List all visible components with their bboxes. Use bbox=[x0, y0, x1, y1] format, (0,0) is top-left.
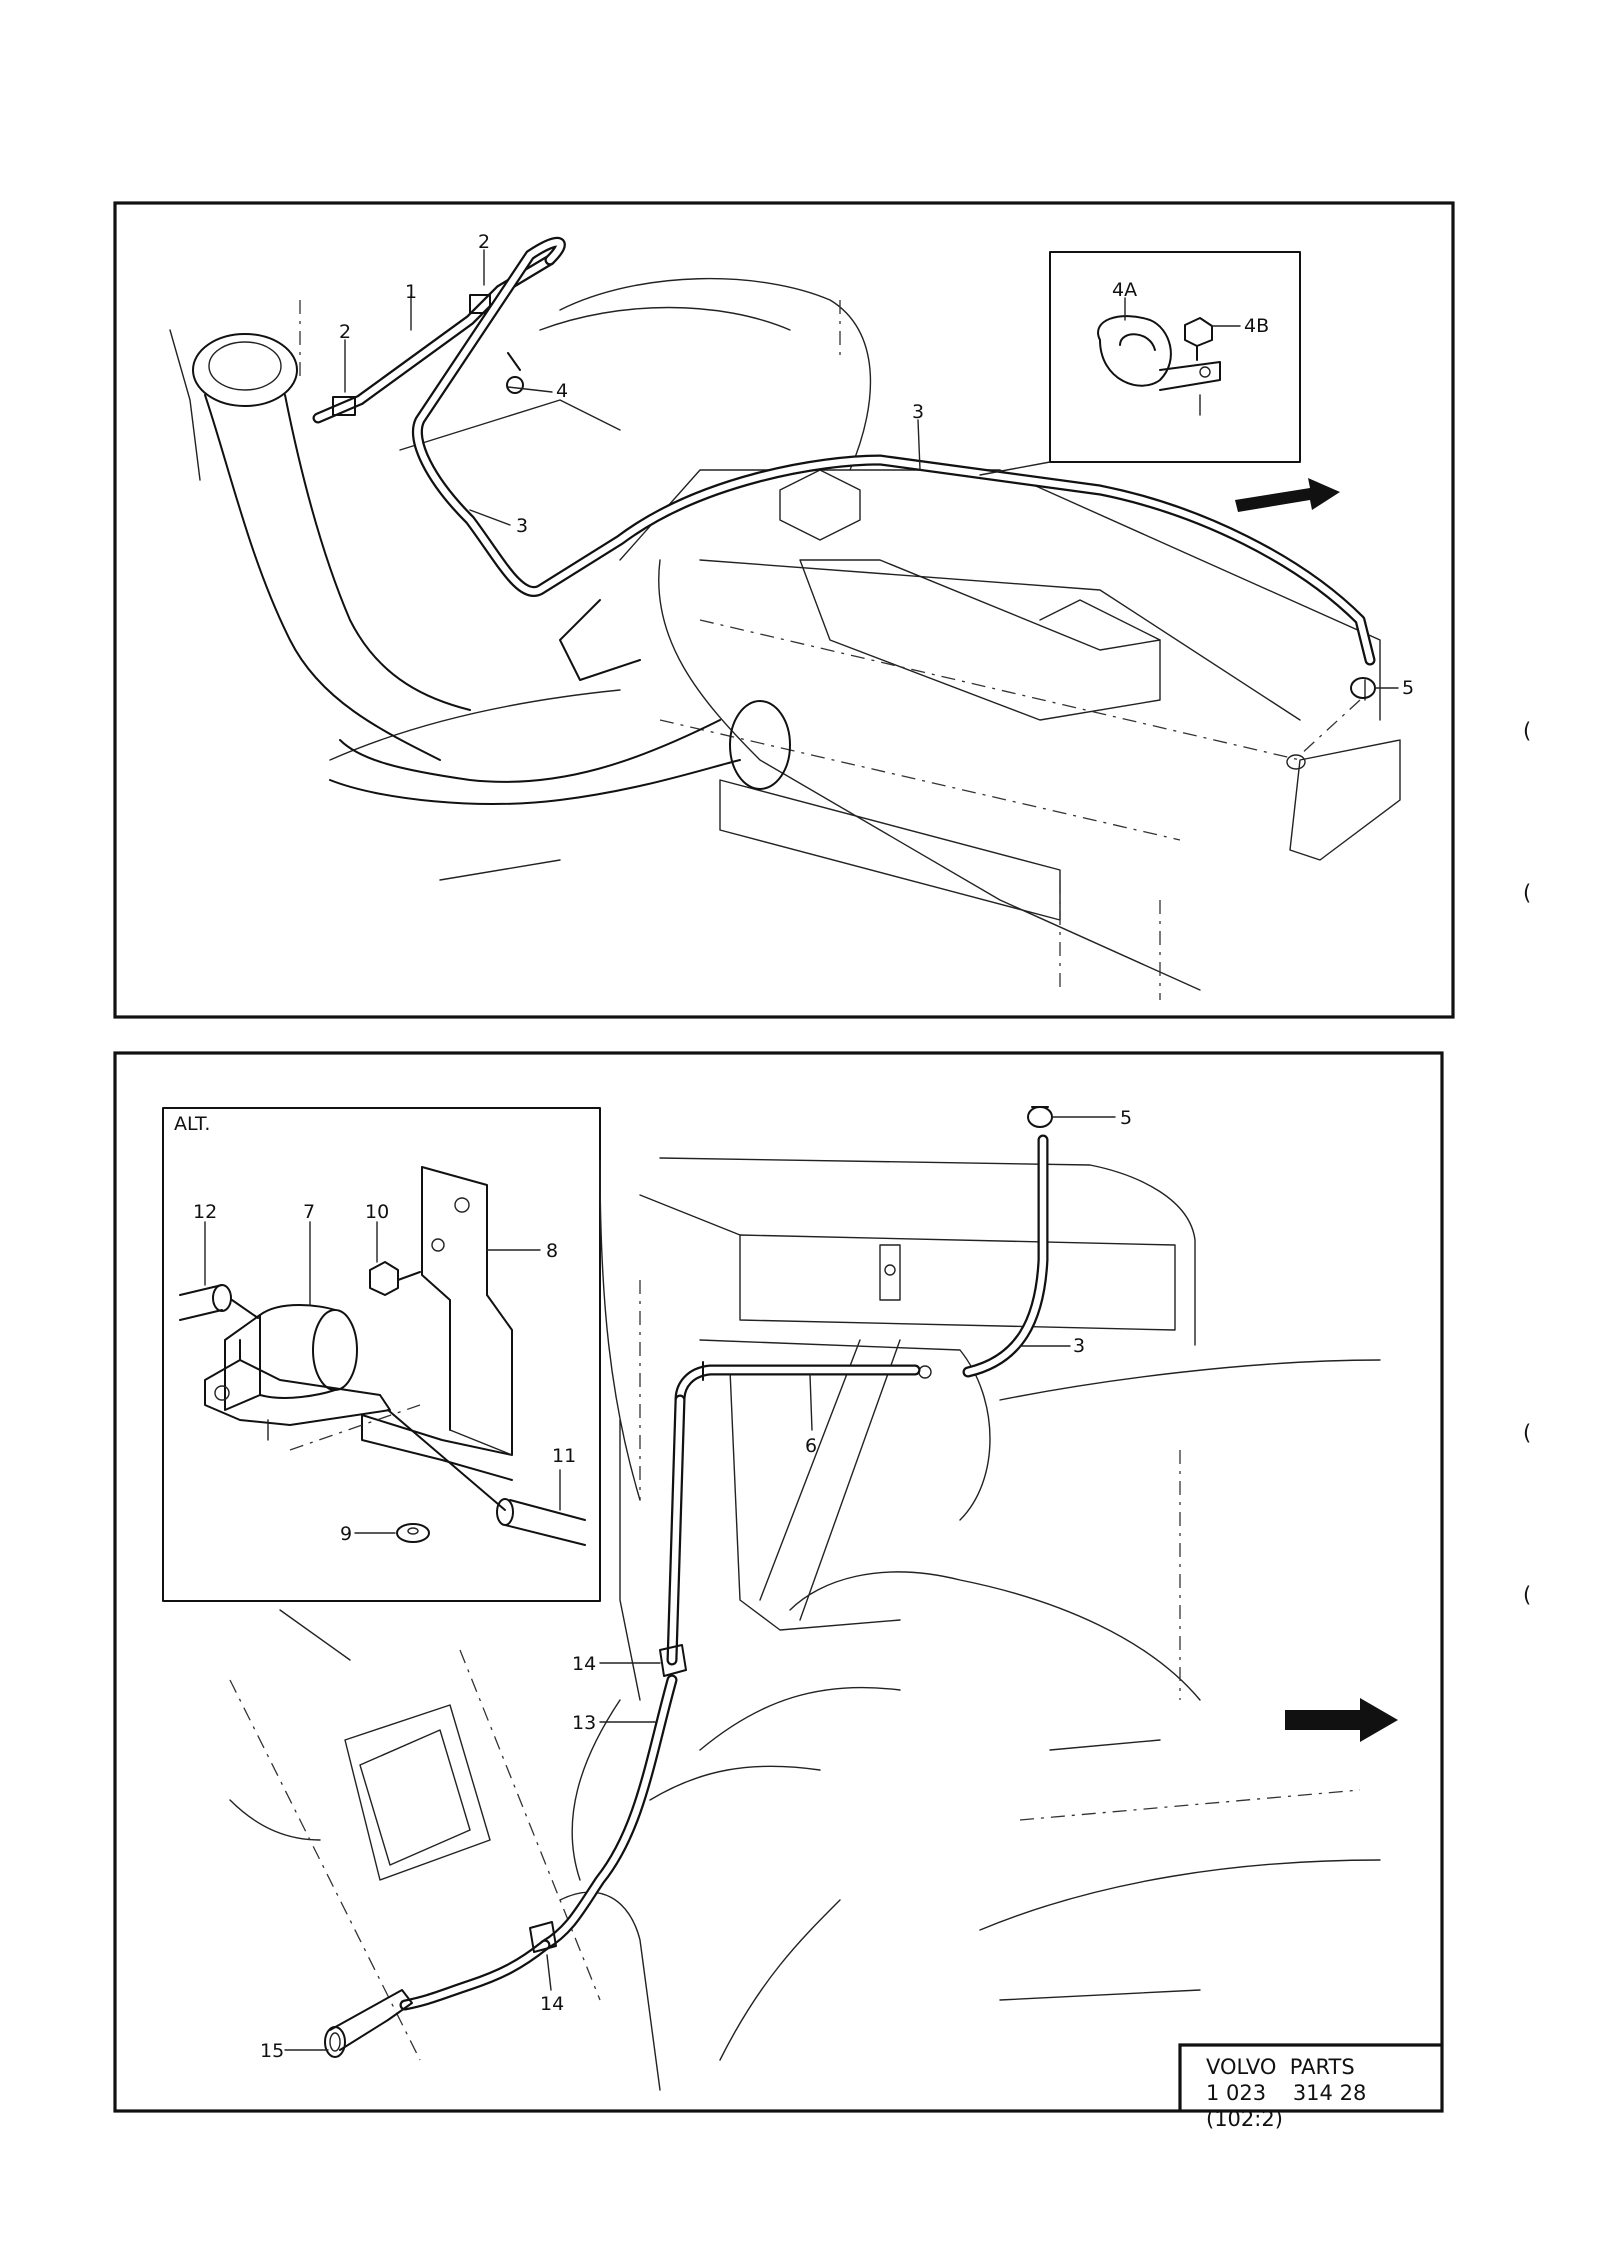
alt-inset: ALT. bbox=[162, 1107, 601, 1602]
top-panel: 1 2 2 3 3 4 5 4A 4B bbox=[113, 201, 1455, 1019]
callout-14a: 14 bbox=[572, 1653, 596, 1675]
callout-3-bottom: 3 bbox=[1073, 1335, 1085, 1357]
alt-inset-title: ALT. bbox=[174, 1113, 210, 1135]
top-leader-lines bbox=[344, 249, 1399, 689]
callout-12: 12 bbox=[193, 1201, 217, 1223]
callout-10: 10 bbox=[365, 1201, 389, 1223]
hose-clamp-2a bbox=[332, 396, 356, 416]
callout-7: 7 bbox=[303, 1201, 315, 1223]
filler-neck bbox=[192, 333, 471, 761]
title-block-line2: 1 023 314 28 bbox=[1206, 2081, 1366, 2105]
title-block-line1: VOLVO PARTS bbox=[1206, 2055, 1355, 2079]
fuel-tank-outline bbox=[169, 277, 1401, 1000]
callout-5: 5 bbox=[1402, 677, 1414, 699]
margin-marks: ( ( ( ( bbox=[1523, 719, 1531, 1607]
callout-6: 6 bbox=[805, 1435, 817, 1457]
margin-mark-3: ( bbox=[1523, 1421, 1531, 1445]
direction-arrow-top bbox=[1235, 478, 1340, 512]
floor-structure bbox=[229, 1157, 1381, 2091]
callout-4b: 4B bbox=[1244, 315, 1269, 337]
margin-mark-2: ( bbox=[1523, 881, 1531, 905]
hose-clamp-14b bbox=[529, 1921, 557, 1953]
direction-arrow-bottom bbox=[1285, 1698, 1398, 1742]
callout-2a: 2 bbox=[339, 321, 351, 343]
vent-pipe-3 bbox=[411, 236, 1376, 770]
grommet-5 bbox=[1350, 677, 1376, 699]
alt-inset-frame bbox=[162, 1107, 601, 1602]
callout-13: 13 bbox=[572, 1712, 596, 1734]
callout-14b: 14 bbox=[540, 1993, 564, 2015]
clip-4 bbox=[506, 376, 524, 394]
title-block: VOLVO PARTS 1 023 314 28 (102:2) bbox=[1178, 2043, 1442, 2131]
hose-clamp-14a bbox=[659, 1644, 687, 1677]
top-panel-frame bbox=[113, 201, 1455, 1019]
grommet-5-bottom bbox=[1027, 1106, 1053, 1128]
title-block-line3: (102:2) bbox=[1206, 2107, 1283, 2131]
top-inset bbox=[979, 251, 1301, 476]
margin-mark-1: ( bbox=[1523, 719, 1531, 743]
callout-5-bottom: 5 bbox=[1120, 1107, 1132, 1129]
hose-clamp-2b bbox=[469, 294, 491, 314]
fuel-lines bbox=[324, 1106, 1053, 2058]
callout-8: 8 bbox=[546, 1240, 558, 1262]
margin-mark-4: ( bbox=[1523, 1583, 1531, 1607]
callout-11: 11 bbox=[552, 1445, 576, 1467]
callout-3b: 3 bbox=[912, 401, 924, 423]
callout-9: 9 bbox=[340, 1523, 352, 1545]
callout-4a: 4A bbox=[1112, 279, 1137, 301]
bottom-panel-frame bbox=[113, 1051, 1444, 2113]
callout-1: 1 bbox=[405, 281, 417, 303]
callout-4: 4 bbox=[556, 380, 568, 402]
callout-2b: 2 bbox=[478, 231, 490, 253]
exhaust-pipe bbox=[329, 599, 791, 805]
callout-15: 15 bbox=[260, 2040, 284, 2062]
callout-3a: 3 bbox=[516, 515, 528, 537]
bottom-leader-lines bbox=[284, 1116, 1116, 2051]
top-inset-frame bbox=[1049, 251, 1301, 463]
bottom-panel: ALT. bbox=[113, 1051, 1444, 2131]
